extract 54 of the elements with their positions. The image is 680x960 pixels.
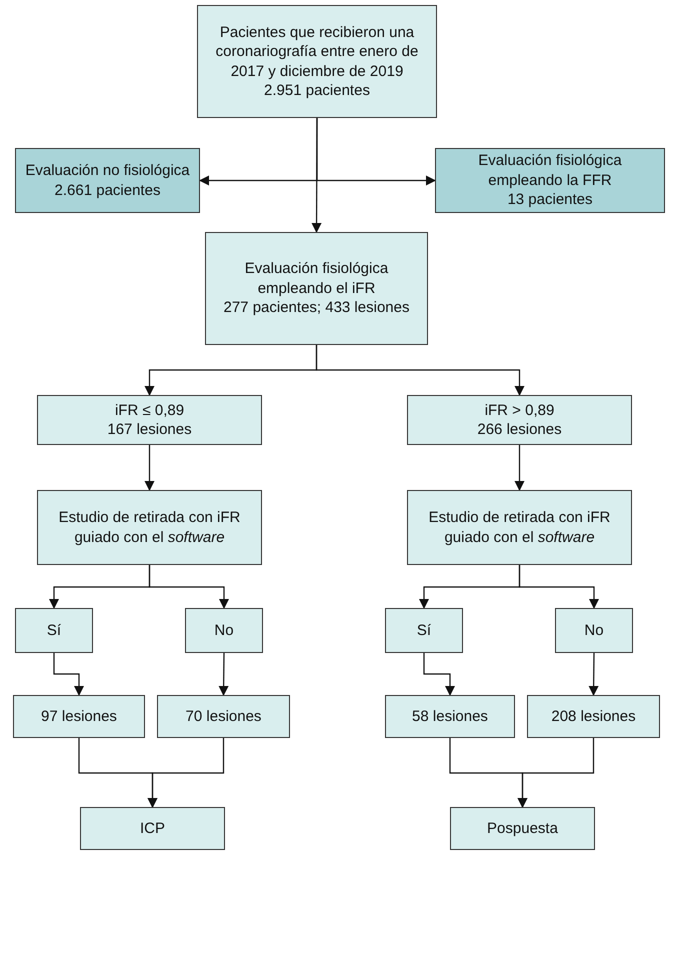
box-text: No — [584, 620, 604, 640]
process-box — [407, 490, 632, 565]
process-box — [450, 807, 595, 850]
box-text: Evaluación fisiológica empleando el iFR — [244, 259, 390, 298]
box-text: 2.951 pacientes — [264, 81, 370, 100]
box-text: Evaluación fisiológica empleando la FFR — [477, 151, 623, 190]
arrow — [218, 653, 229, 696]
process-box — [157, 695, 290, 738]
box-text: iFR ≤ 0,89 — [114, 400, 184, 420]
arrow — [312, 118, 322, 233]
arrow — [144, 445, 154, 491]
box-text: Estudio de retirada con iFR guiado con el software — [58, 508, 242, 547]
box-text: No — [214, 620, 234, 640]
process-box — [37, 395, 262, 445]
process-box — [385, 695, 515, 738]
process-box — [15, 608, 93, 653]
process-box — [80, 807, 225, 850]
process-box — [435, 148, 665, 213]
box-text: Sí — [46, 620, 62, 640]
box-text: iFR > 0,89 — [484, 400, 554, 420]
box-text: Sí — [416, 620, 432, 640]
box-text: Estudio de retirada con iFR guiado con el software — [428, 508, 612, 547]
box-text: 266 lesiones — [477, 420, 562, 440]
box-text: Evaluación no fisiológica — [25, 161, 190, 180]
arrow — [148, 565, 229, 609]
process-box — [407, 395, 632, 445]
arrow — [518, 565, 599, 609]
box-text: 97 lesiones — [41, 706, 117, 726]
box-text: Pospuesta — [487, 818, 558, 838]
box-text: 70 lesiones — [186, 706, 262, 726]
arrow — [148, 738, 224, 808]
arrow — [518, 738, 594, 808]
process-box — [13, 695, 145, 738]
box-text: Pacientes que recibieron una coronariografía entre enero de 2017 y diciembre de 2019 — [214, 22, 420, 81]
process-box — [15, 148, 200, 213]
arrow — [423, 653, 455, 696]
box-text: 13 pacientes — [507, 190, 593, 210]
arrow — [53, 653, 84, 696]
box-text: 208 lesiones — [551, 706, 636, 726]
arrow — [514, 445, 524, 491]
arrow — [316, 345, 524, 396]
process-box — [205, 232, 428, 345]
process-box — [37, 490, 262, 565]
box-text: ICP — [140, 818, 165, 838]
arrow — [588, 653, 599, 696]
process-box — [197, 5, 437, 118]
box-text: 2.661 pacientes — [54, 180, 160, 200]
process-box — [185, 608, 263, 653]
box-text: 167 lesiones — [107, 420, 192, 440]
box-text: 277 pacientes; 433 lesiones — [224, 298, 410, 318]
process-box — [385, 608, 463, 653]
process-box — [527, 695, 660, 738]
process-box — [555, 608, 633, 653]
box-text: 58 lesiones — [412, 706, 488, 726]
